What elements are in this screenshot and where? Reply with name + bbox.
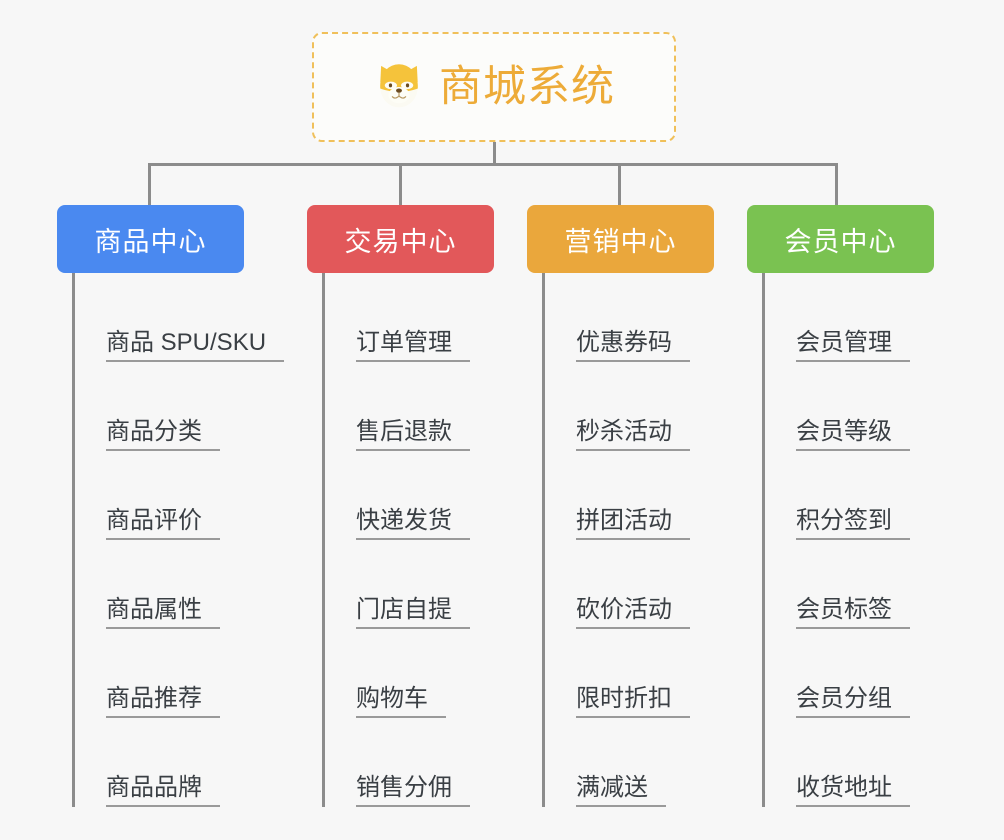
leaf-item[interactable]: 会员分组: [762, 629, 910, 718]
leaf-item-label: 销售分佣: [356, 775, 470, 807]
leaf-item-label: 拼团活动: [576, 508, 690, 540]
leaf-item-label: 会员标签: [796, 597, 910, 629]
connector-root-stem: [493, 142, 496, 166]
leaf-item-label: 优惠券码: [576, 330, 690, 362]
leaf-item[interactable]: 会员管理: [762, 273, 910, 362]
category-box-4[interactable]: 会员中心: [747, 205, 934, 273]
leaf-item[interactable]: 收货地址: [762, 718, 910, 807]
leaf-item-label: 会员等级: [796, 419, 910, 451]
leaf-item[interactable]: 售后退款: [322, 362, 470, 451]
leaf-item-label: 收货地址: [796, 775, 910, 807]
leaf-item-label: 购物车: [356, 686, 446, 718]
leaf-item[interactable]: 商品 SPU/SKU: [72, 273, 285, 362]
leaf-item-label: 满减送: [576, 775, 666, 807]
leaf-item-label: 快递发货: [356, 508, 470, 540]
category-box-3[interactable]: 营销中心: [527, 205, 714, 273]
category-label: 会员中心: [784, 226, 897, 257]
leaf-item-label: 门店自提: [356, 597, 470, 629]
leaf-item-label: 商品评价: [106, 508, 220, 540]
leaf-item-label: 订单管理: [356, 330, 470, 362]
leaf-spine: [72, 273, 75, 807]
leaf-spine: [542, 273, 545, 807]
leaf-item[interactable]: 会员等级: [762, 362, 910, 451]
connector-drop-2: [399, 163, 402, 205]
leaf-item[interactable]: 销售分佣: [322, 718, 470, 807]
connector-drop-3: [618, 163, 621, 205]
connector-bus: [148, 163, 838, 166]
leaf-spine: [762, 273, 765, 807]
category-box-1[interactable]: 商品中心: [57, 205, 244, 273]
leaf-item[interactable]: 门店自提: [322, 540, 470, 629]
leaf-item[interactable]: 商品属性: [72, 540, 284, 629]
leaf-item-label: 会员分组: [796, 686, 910, 718]
leaf-item[interactable]: 满减送: [542, 718, 690, 807]
connector-drop-4: [835, 163, 838, 205]
leaf-item-label: 商品属性: [106, 597, 220, 629]
category-label: 商品中心: [94, 226, 207, 257]
root-node[interactable]: 商城系统: [312, 32, 676, 142]
leaf-item-label: 秒杀活动: [576, 419, 690, 451]
category-label: 营销中心: [564, 226, 677, 257]
category-label: 交易中心: [344, 226, 457, 257]
leaf-item[interactable]: 限时折扣: [542, 629, 690, 718]
leaf-item-label: 积分签到: [796, 508, 910, 540]
leaf-item-label: 会员管理: [796, 330, 910, 362]
leaf-column-1: 商品 SPU/SKU 商品分类商品评价商品属性商品推荐商品品牌: [72, 273, 285, 807]
leaf-item[interactable]: 购物车: [322, 629, 470, 718]
leaf-item[interactable]: 秒杀活动: [542, 362, 690, 451]
connector-drop-1: [148, 163, 151, 205]
root-title: 商城系统: [439, 62, 615, 111]
leaf-item[interactable]: 商品品牌: [72, 718, 284, 807]
leaf-item[interactable]: 积分签到: [762, 451, 910, 540]
leaf-column-2: 订单管理售后退款快递发货门店自提购物车销售分佣: [322, 273, 470, 807]
leaf-item[interactable]: 商品评价: [72, 451, 284, 540]
leaf-item[interactable]: 快递发货: [322, 451, 470, 540]
leaf-item[interactable]: 砍价活动: [542, 540, 690, 629]
leaf-spine: [322, 273, 325, 807]
leaf-item-label: 限时折扣: [576, 686, 690, 718]
leaf-item[interactable]: 会员标签: [762, 540, 910, 629]
leaf-item-label: 商品分类: [106, 419, 220, 451]
leaf-column-4: 会员管理会员等级积分签到会员标签会员分组收货地址: [762, 273, 910, 807]
leaf-item[interactable]: 订单管理: [322, 273, 470, 362]
leaf-item-label: 商品 SPU/SKU: [106, 330, 285, 362]
leaf-item-label: 商品推荐: [106, 686, 220, 718]
shiba-dog-icon: [380, 64, 418, 108]
leaf-column-3: 优惠券码秒杀活动拼团活动砍价活动限时折扣满减送: [542, 273, 690, 807]
leaf-item-label: 砍价活动: [576, 597, 690, 629]
category-box-2[interactable]: 交易中心: [307, 205, 494, 273]
leaf-item[interactable]: 商品推荐: [72, 629, 284, 718]
leaf-item[interactable]: 拼团活动: [542, 451, 690, 540]
leaf-item[interactable]: 商品分类: [72, 362, 284, 451]
leaf-item-label: 售后退款: [356, 419, 470, 451]
leaf-item-label: 商品品牌: [106, 775, 220, 807]
leaf-item[interactable]: 优惠券码: [542, 273, 690, 362]
